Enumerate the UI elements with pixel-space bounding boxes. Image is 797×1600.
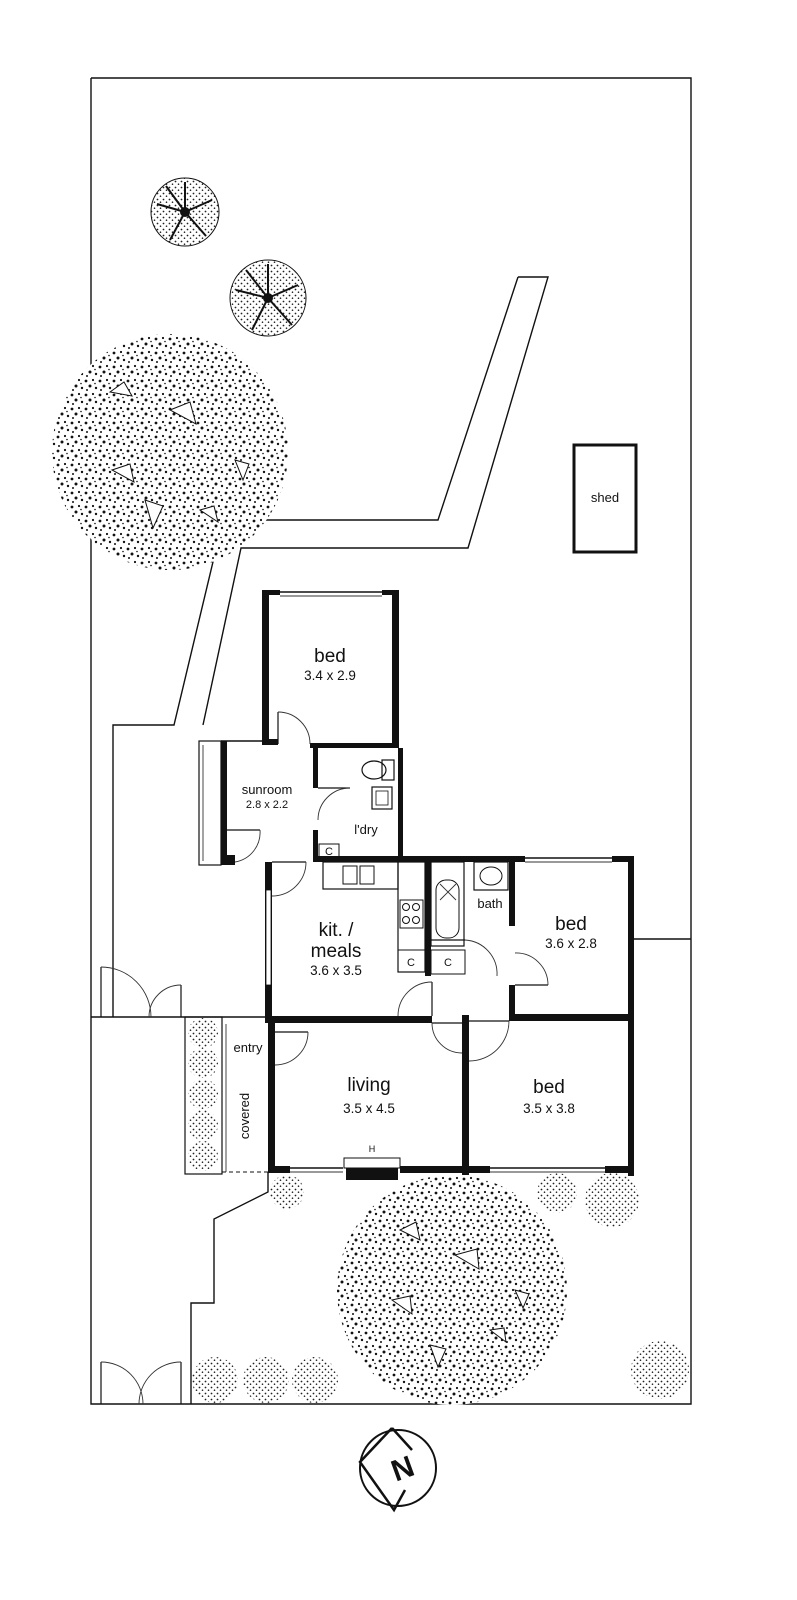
bed-front-size: 3.5 x 3.8 [523, 1101, 575, 1116]
sunroom-size: 2.8 x 2.2 [246, 799, 288, 811]
house-walls [198, 590, 634, 1176]
doors [227, 711, 549, 1066]
side-gate [100, 966, 182, 1018]
heater-label: H [369, 1144, 376, 1154]
covered-label: covered [237, 1093, 252, 1139]
bed-rear-label: bed [314, 646, 346, 667]
cupboard-label-kitchen: C [407, 957, 415, 969]
compass-north-letter: N [387, 1450, 419, 1488]
garden-path [112, 276, 549, 1404]
palm-tree-1 [150, 177, 220, 247]
north-compass [358, 1427, 437, 1513]
kitchen-label-line2: meals [311, 941, 362, 962]
shrubs [192, 1173, 689, 1403]
covered-hedge [184, 1016, 268, 1175]
front-gate [100, 1361, 182, 1405]
shed-label: shed [591, 490, 619, 505]
property-boundary [90, 77, 692, 1405]
kitchen-size: 3.6 x 3.5 [310, 963, 362, 978]
palm-tree-2 [229, 259, 307, 337]
large-tree-rear [52, 334, 288, 570]
bath-label: bath [477, 896, 502, 911]
fixtures [318, 759, 509, 1180]
kitchen-label-line1: kit. / [319, 920, 355, 941]
bed-rear-size: 3.4 x 2.9 [304, 668, 356, 683]
living-label: living [347, 1075, 390, 1096]
laundry-label: l'dry [354, 822, 378, 837]
bed-right-size: 3.6 x 2.8 [545, 936, 597, 951]
cupboard-label-laundry: C [325, 846, 333, 858]
large-tree-front [337, 1175, 567, 1405]
shed: shed [572, 443, 638, 554]
bed-right-label: bed [555, 914, 587, 935]
sunroom-label: sunroom [242, 782, 293, 797]
entry-label: entry [234, 1040, 263, 1055]
living-size: 3.5 x 4.5 [343, 1101, 395, 1116]
cupboard-label-hall: C [444, 957, 452, 969]
bed-front-label: bed [533, 1077, 565, 1098]
